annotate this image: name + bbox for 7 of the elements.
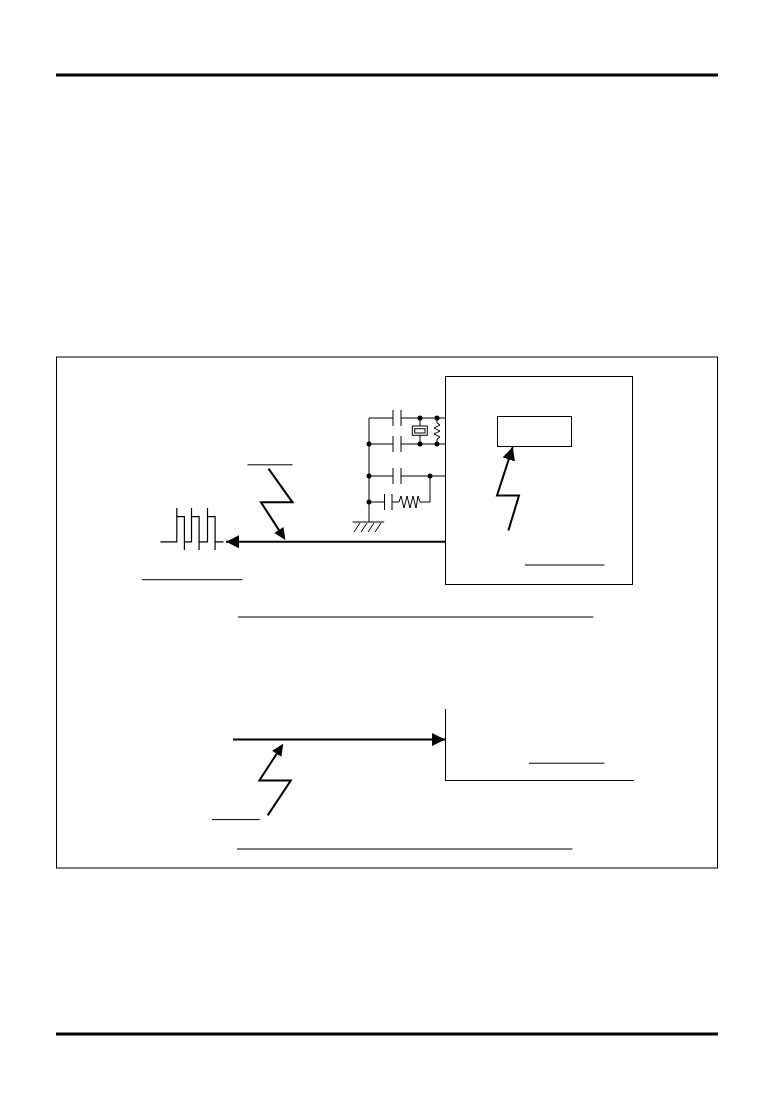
arrow [225,535,446,549]
device-outline [445,709,634,781]
waveform-icon [158,507,226,552]
device-box [445,376,633,585]
arrow [232,733,446,747]
inner-box [497,416,572,447]
lightning-arrow [495,446,521,532]
